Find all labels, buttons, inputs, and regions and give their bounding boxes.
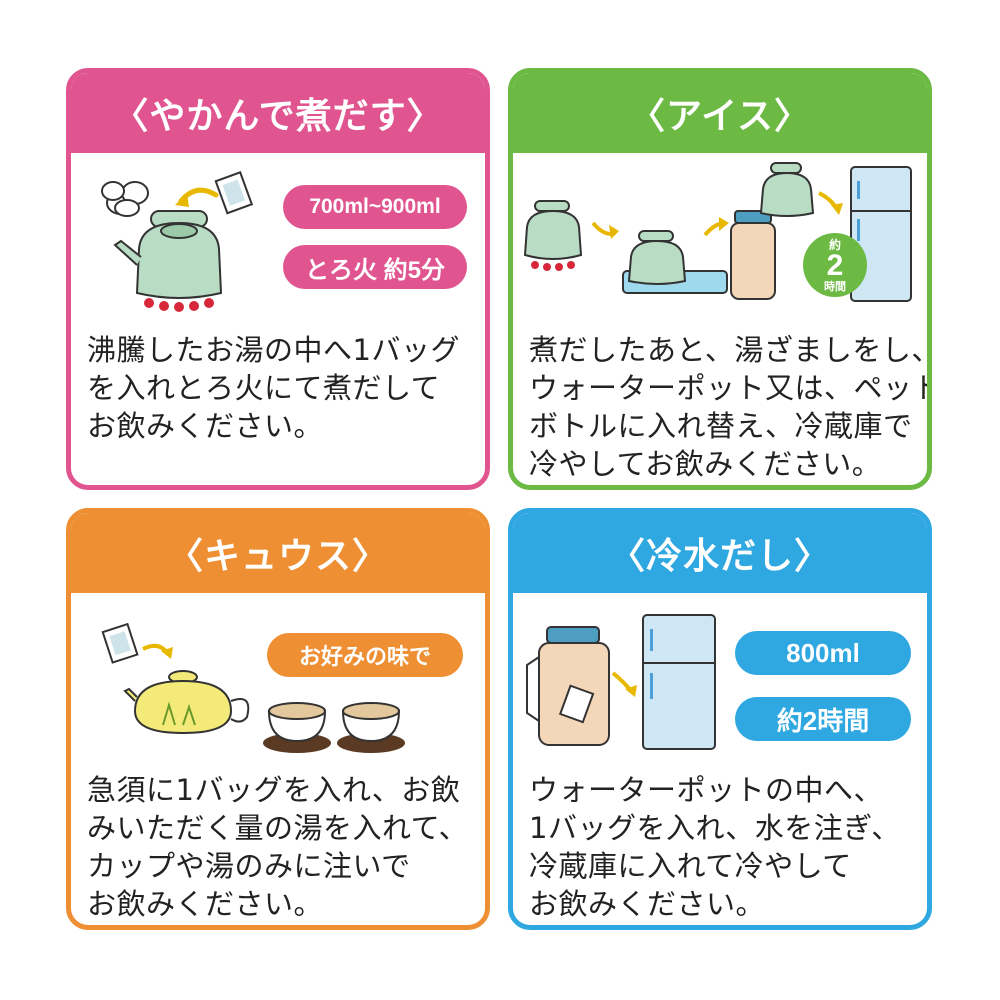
teapot-illustration <box>101 622 405 753</box>
ice-instructions: 煮だしたあと、湯ざましをし、 ウォーターポット又は、ペット ボトルに入れ替え、冷… <box>529 333 932 481</box>
tea-cup-icon <box>263 702 331 753</box>
teapot-instructions: 急須に1バッグを入れ、お飲 みいただく量の湯を入れて、 カップや湯のみに注いで … <box>87 773 469 921</box>
teapot-card: 〈キュウス〉 お好みの味で 急須に1バッグを入れ、お飲 みいただく量の湯を入れて <box>66 508 490 930</box>
kettle-boil-card: 〈やかんで煮だす〉 700ml~900ml とろ火 約5分 <box>66 68 490 490</box>
tea-bag-icon <box>101 622 139 664</box>
ice-card: 〈アイス〉 約 <box>508 68 932 490</box>
steam-icon <box>101 181 149 217</box>
tea-bag-icon <box>214 171 254 215</box>
refrigerator-icon <box>642 614 716 750</box>
cold-brew-title: 〈冷水だし〉 <box>513 513 927 593</box>
ice-bath-icon <box>622 230 728 294</box>
teapot-title: 〈キュウス〉 <box>71 513 485 593</box>
ice-title: 〈アイス〉 <box>513 73 927 153</box>
teapot-icon <box>123 670 250 735</box>
ice-illustration <box>523 162 912 302</box>
kettle-icon <box>523 200 583 271</box>
steep-time-pill: 約2時間 <box>735 697 911 741</box>
taste-preference-pill: お好みの味で <box>267 633 463 677</box>
cold-brew-card: 〈冷水だし〉 800ml 約2時間 ウォーターポットの中へ、 1バッグを入れ、水… <box>508 508 932 930</box>
water-pot-icon <box>526 626 610 746</box>
kettle-boil-illustration <box>101 171 254 312</box>
tea-cup-icon <box>337 702 405 753</box>
tea-bag-icon <box>558 684 595 724</box>
simmer-time-pill: とろ火 約5分 <box>283 245 467 289</box>
flame-icon <box>144 298 214 312</box>
kettle-icon <box>113 210 223 299</box>
water-amount-pill: 800ml <box>735 631 911 675</box>
chill-time-badge: 約 2 時間 <box>803 233 867 297</box>
water-pot-icon <box>730 210 776 300</box>
kettle-icon <box>759 162 815 217</box>
cold-brew-illustration <box>526 614 716 750</box>
cold-brew-instructions: ウォーターポットの中へ、 1バッグを入れ、水を注ぎ、 冷蔵庫に入れて冷やして お… <box>529 773 901 921</box>
kettle-boil-instructions: 沸騰したお湯の中へ1バッグ を入れとろ火にて煮だして お飲みください。 <box>87 333 460 443</box>
kettle-boil-title: 〈やかんで煮だす〉 <box>71 73 485 153</box>
water-amount-pill: 700ml~900ml <box>283 185 467 229</box>
